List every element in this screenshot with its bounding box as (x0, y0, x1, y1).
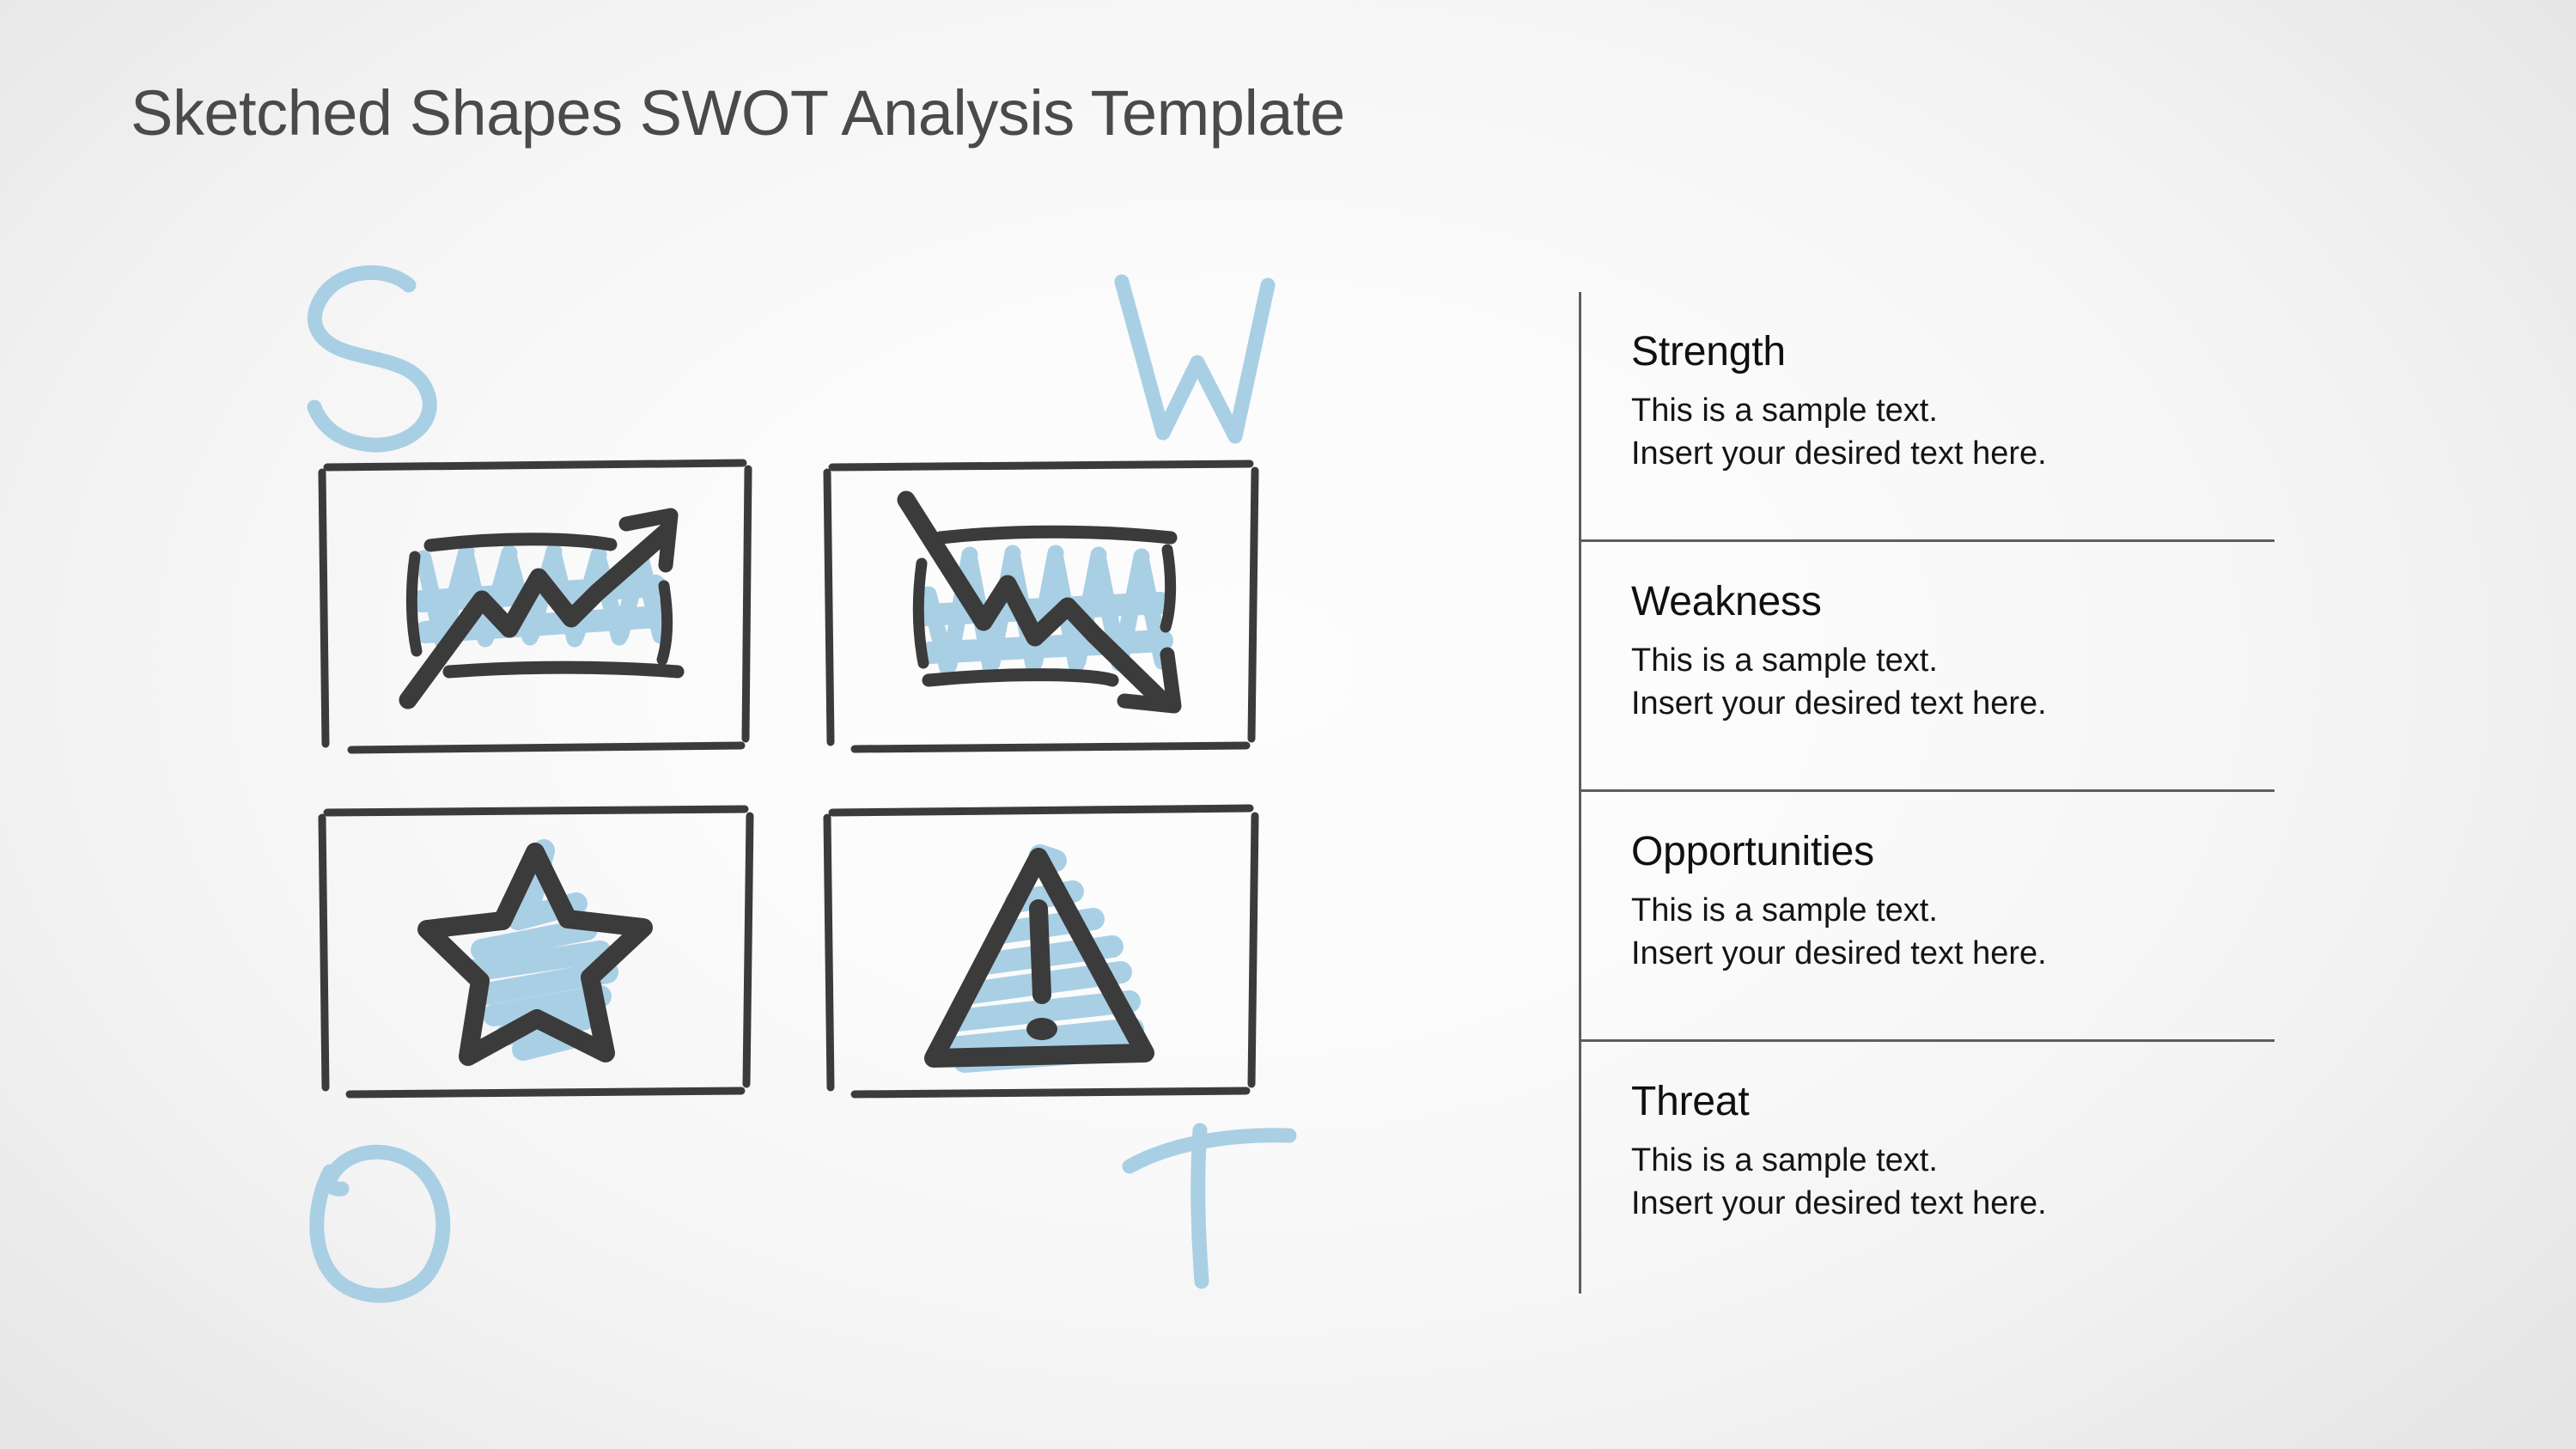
section-line-1: This is a sample text. (1631, 642, 1938, 679)
swot-description-panel: Strength This is a sample text. Insert y… (1579, 292, 2275, 1294)
swot-letter-o (268, 1108, 491, 1331)
rising-chart-arrow-icon (318, 459, 752, 754)
swot-letter-w (1084, 247, 1307, 471)
page-title: Sketched Shapes SWOT Analysis Template (131, 77, 1345, 149)
section-line-2: Insert your desired text here. (1631, 935, 2047, 972)
section-line-1: This is a sample text. (1631, 892, 1938, 928)
swot-letter-s (258, 247, 481, 471)
section-body-weakness: This is a sample text. Insert your desir… (1631, 623, 2275, 725)
icon-box-weakness[interactable] (820, 455, 1267, 756)
section-line-1: This is a sample text. (1631, 1142, 1938, 1178)
section-line-1: This is a sample text. (1631, 393, 1938, 429)
panel-section-threat[interactable]: Threat This is a sample text. Insert you… (1581, 1042, 2275, 1292)
swot-letter-t (1104, 1093, 1327, 1316)
section-heading-weakness: Weakness (1631, 579, 1822, 624)
section-body-opportunities: This is a sample text. Insert your desir… (1631, 873, 2275, 975)
section-heading-strength: Strength (1631, 329, 1786, 374)
icon-box-strength[interactable] (314, 455, 760, 756)
section-body-strength: This is a sample text. Insert your desir… (1631, 373, 2275, 475)
icon-box-threat[interactable] (820, 799, 1267, 1099)
star-icon (318, 805, 754, 1099)
section-line-2: Insert your desired text here. (1631, 435, 2047, 472)
section-heading-opportunities: Opportunities (1631, 829, 1874, 874)
icon-box-opportunities[interactable] (314, 799, 760, 1099)
falling-chart-arrow-icon (823, 460, 1259, 753)
section-heading-threat: Threat (1631, 1079, 1750, 1124)
section-line-2: Insert your desired text here. (1631, 685, 2047, 722)
panel-section-opportunities[interactable]: Opportunities This is a sample text. Ins… (1581, 792, 2275, 1042)
warning-triangle-icon (823, 804, 1259, 1099)
panel-section-weakness[interactable]: Weakness This is a sample text. Insert y… (1581, 542, 2275, 792)
section-body-threat: This is a sample text. Insert your desir… (1631, 1123, 2275, 1225)
section-line-2: Insert your desired text here. (1631, 1185, 2047, 1222)
panel-section-strength[interactable]: Strength This is a sample text. Insert y… (1581, 292, 2275, 542)
